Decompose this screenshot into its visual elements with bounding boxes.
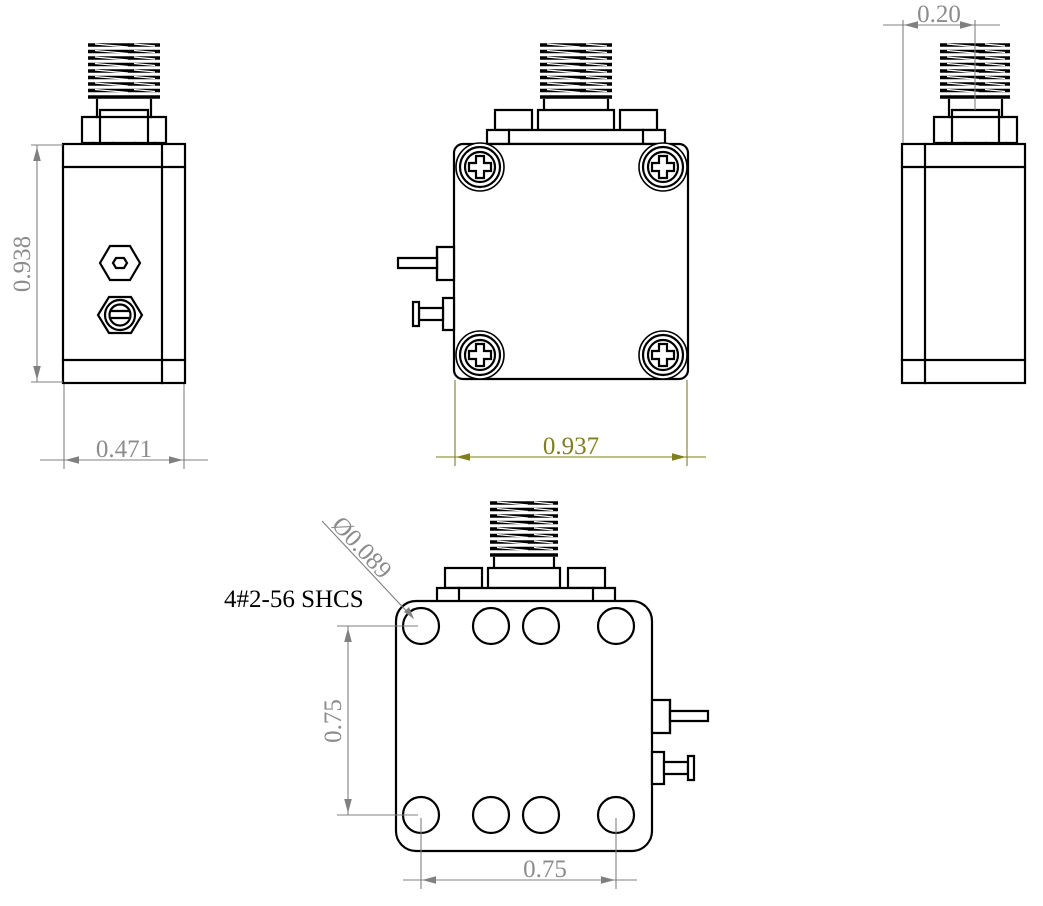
feedthrough-pin-lower [650,750,696,786]
sma-connector-threaded [80,42,168,158]
feedthrough-pin-lower [411,296,456,332]
dimension-0938: 0.938 [9,144,63,383]
thread-hatch [88,42,160,100]
fastener-note-label: 4#2-56 SHCS [224,586,364,613]
side-view-body [900,142,1027,385]
top-view: 0.937 [396,42,706,466]
feedthrough-pin-upper [396,245,456,282]
mounting-hole [521,795,561,835]
sma-connector-threaded [435,500,617,604]
sma-connector-threaded [485,42,667,146]
hex-socket-feature [98,244,142,282]
thread-hatch [490,500,558,558]
phillips-screw-bottom-right [638,330,688,380]
front-view: 0.938 0.471 [9,42,208,469]
mounting-hole [471,606,511,646]
dimension-0937: 0.937 [436,380,706,466]
side-view: 0.20 [883,1,1027,385]
mounting-hole [521,606,561,646]
dimension-075-horizontal-label: 0.75 [523,856,567,883]
dimension-0938-label: 0.938 [9,236,36,292]
phillips-screw-top-left [455,142,505,192]
mounting-hole [596,606,636,646]
hex-nut-feature [96,295,144,335]
dimension-075-horizontal: 0.75 [403,818,637,889]
phillips-screw-top-right [638,142,688,192]
dimension-075-vertical: 0.75 [320,625,418,816]
dimension-020-label: 0.20 [917,1,961,28]
dimension-0937-label: 0.937 [543,433,599,460]
feedthrough-pin-upper [650,698,710,735]
dimension-0471: 0.471 [40,384,208,469]
dimension-0471-label: 0.471 [96,436,152,463]
bottom-view: Ø0.089 4#2-56 SHCS 0.75 0.75 [224,500,710,889]
thread-hatch [540,42,612,100]
phillips-screw-bottom-left [455,330,505,380]
mounting-hole [471,795,511,835]
dimension-020: 0.20 [883,1,1000,143]
hole-diameter-label: Ø0.089 [326,512,396,585]
dimension-075-vertical-label: 0.75 [320,699,347,743]
